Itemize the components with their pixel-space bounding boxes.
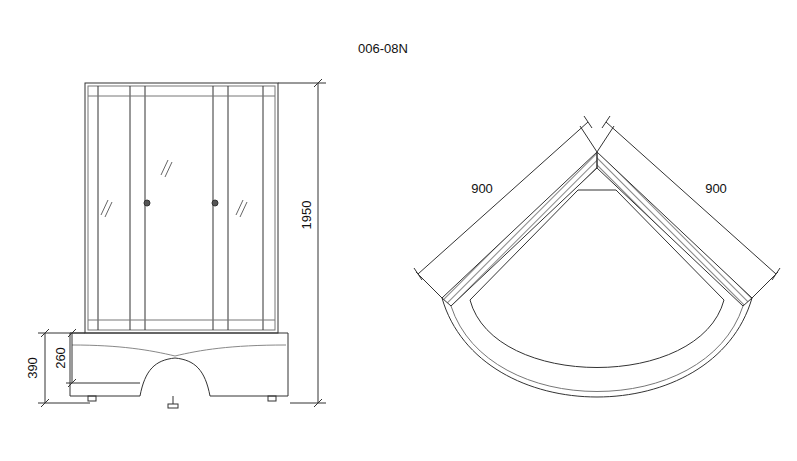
drawing-title: 006-08N bbox=[357, 42, 409, 55]
tray-height-dimension: 260 bbox=[54, 346, 67, 370]
height-dimension: 1950 bbox=[300, 200, 313, 231]
plan-view bbox=[414, 116, 780, 397]
side-width-dimension: 900 bbox=[470, 182, 494, 195]
front-view bbox=[38, 79, 326, 408]
side-width-dimension: 900 bbox=[704, 182, 728, 195]
base-height-dimension: 390 bbox=[26, 356, 39, 380]
